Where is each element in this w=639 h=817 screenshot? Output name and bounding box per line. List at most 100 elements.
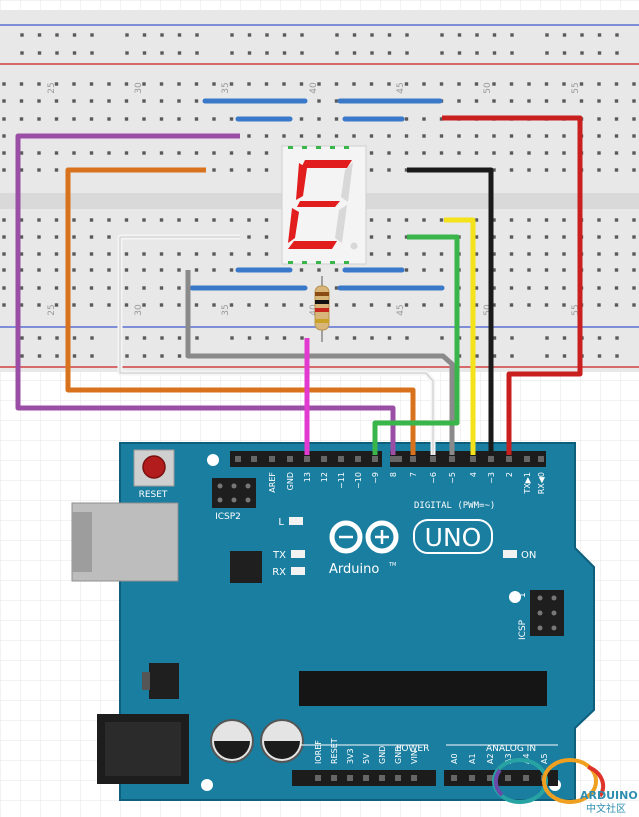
header-socket[interactable] [505,775,511,781]
icsp2-label: ICSP2 [215,512,241,522]
header-socket[interactable] [269,456,275,462]
header-socket[interactable] [430,456,436,462]
breadboard-hole [142,268,146,272]
breadboard-hole [37,168,41,172]
digital-pin-label: GND [286,472,295,490]
header-socket[interactable] [506,456,512,462]
breadboard-hole [422,252,426,256]
breadboard-hole [422,82,426,86]
breadboard-hole [124,99,129,103]
breadboard-hole [212,82,216,86]
header-socket[interactable] [315,775,321,781]
breadboard-hole [527,252,531,256]
header-socket[interactable] [363,775,369,781]
breadboard-hole [72,235,76,239]
breadboard-hole [404,252,409,256]
header-socket[interactable] [524,456,530,462]
breadboard-hole [212,151,216,155]
reset-button-cap[interactable] [142,455,166,479]
header-socket[interactable] [395,775,401,781]
segment-c [335,205,347,243]
breadboard-hole [142,33,147,37]
breadboard-hole [299,268,304,272]
breadboard-hole [475,51,479,55]
header-socket[interactable] [396,456,402,462]
breadboard-hole [474,82,479,86]
breadboard-hole [247,336,252,340]
breadboard-hole [160,33,164,37]
breadboard-hole [282,134,286,138]
breadboard-hole [107,151,111,155]
header-socket[interactable] [470,456,476,462]
header-socket[interactable] [287,456,293,462]
header-socket[interactable] [488,456,494,462]
icsp-pin1-label: 1 [518,592,528,598]
breadboard-hole [422,117,426,121]
header-socket[interactable] [410,456,416,462]
breadboard-hole [615,33,619,37]
breadboard-hole [509,99,514,103]
breadboard-hole [159,286,164,290]
breadboard-hole [440,33,444,37]
header-socket[interactable] [235,456,241,462]
header-socket[interactable] [304,456,310,462]
breadboard-hole [562,286,566,290]
breadboard-hole [387,235,391,239]
breadboard-hole [614,286,619,290]
breadboard-hole [124,117,129,121]
breadboard-hole [439,218,444,222]
breadboard-hole [509,235,514,239]
breadboard-hole [177,151,181,155]
header-socket[interactable] [487,775,493,781]
breadboard-hole [37,286,41,290]
header-socket[interactable] [355,456,361,462]
breadboard-hole [597,117,601,121]
header-socket[interactable] [321,456,327,462]
breadboard-hole [544,218,549,222]
breadboard-hole [492,235,496,239]
header-socket[interactable] [411,775,417,781]
segment-g [297,201,340,207]
header-socket[interactable] [451,775,457,781]
header-socket[interactable] [331,775,337,781]
breadboard-hole [107,235,111,239]
header-socket[interactable] [372,456,378,462]
digital-pin-label: ~5 [448,472,457,484]
breadboard-hole [37,151,41,155]
breadboard-hole [72,303,76,307]
watermark-subtitle: 中文社区 [586,802,626,815]
header-socket[interactable] [347,775,353,781]
breadboard-hole [194,151,199,155]
breadboard-hole [509,268,514,272]
breadboard-hole [125,33,129,37]
header-socket[interactable] [469,775,475,781]
breadboard-hole [614,82,619,86]
header-socket[interactable] [390,456,396,462]
watermark-brand: ARDUINO [580,789,638,802]
breadboard-hole [614,252,619,256]
breadboard-hole [562,151,566,155]
breadboard-hole [194,268,199,272]
breadboard-hole [177,33,182,37]
header-socket[interactable] [251,456,257,462]
header-socket[interactable] [338,456,344,462]
breadboard-hole [89,252,94,256]
header-socket[interactable] [449,456,455,462]
header-socket[interactable] [523,775,529,781]
breadboard-hole [614,117,619,121]
breadboard-hole [37,303,41,307]
header-socket[interactable] [538,456,544,462]
wire-white-edge [119,236,434,455]
breadboard-hole [159,268,164,272]
breadboard-hole [474,151,479,155]
segment-dp [350,242,358,250]
power-pin-label: VIN [410,750,419,764]
breadboard-hole [229,151,234,155]
breadboard-hole [527,99,531,103]
breadboard-hole [125,51,129,55]
header-socket[interactable] [379,775,385,781]
breadboard-hole [159,218,164,222]
breadboard-hole [334,134,339,138]
breadboard-hole [422,303,426,307]
